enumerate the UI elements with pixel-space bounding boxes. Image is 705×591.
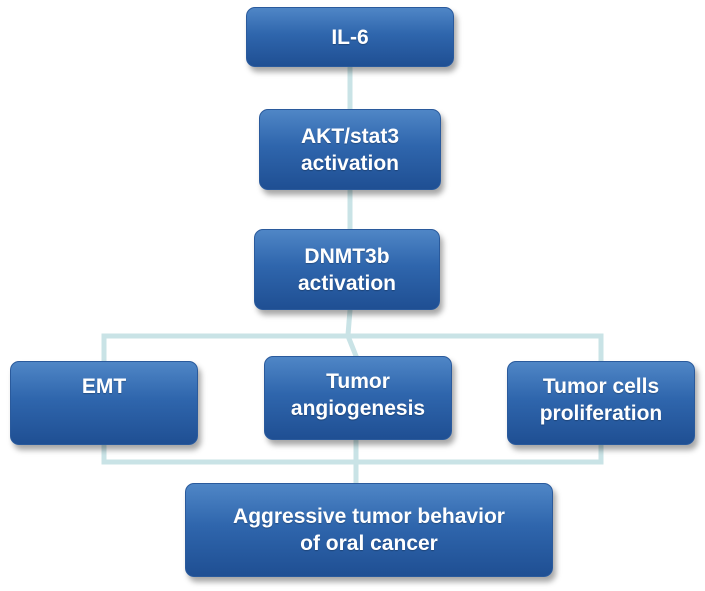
- node-prolif-line-2: proliferation: [539, 402, 663, 425]
- node-prolif-line-1: Tumor cells: [542, 375, 660, 398]
- node-aggressive-tumor-behavior: Aggressive tumor behavior of oral cancer: [185, 483, 553, 577]
- node-akt-line-2: activation: [300, 151, 400, 175]
- connector-branch-center: [344, 332, 360, 360]
- connector-branch-top: [101, 333, 604, 364]
- node-emt: EMT: [10, 361, 198, 445]
- node-dnmt3b-activation: DNMT3b activation: [254, 229, 440, 310]
- node-angio-line-1: Tumor: [326, 370, 390, 393]
- node-angio-line-2: angiogenesis: [290, 397, 426, 420]
- node-akt-line-1: AKT/stat3: [300, 124, 400, 148]
- node-akt-stat3-activation: AKT/stat3 activation: [259, 109, 441, 190]
- node-dnmt-line-2: activation: [297, 271, 397, 295]
- node-il6-line-1: IL-6: [331, 25, 369, 49]
- node-emt-line-1: EMT: [81, 375, 127, 398]
- node-aggr-line-1: Aggressive tumor behavior: [233, 505, 505, 528]
- node-il6: IL-6: [246, 7, 454, 67]
- node-tumor-cells-proliferation: Tumor cells proliferation: [507, 361, 695, 445]
- connector-dnmt-branch: [345, 307, 353, 338]
- node-dnmt-line-1: DNMT3b: [304, 244, 390, 268]
- node-aggr-line-2: of oral cancer: [300, 532, 438, 555]
- connector-merge-bottom: [101, 442, 604, 465]
- node-tumor-angiogenesis: Tumor angiogenesis: [264, 356, 452, 440]
